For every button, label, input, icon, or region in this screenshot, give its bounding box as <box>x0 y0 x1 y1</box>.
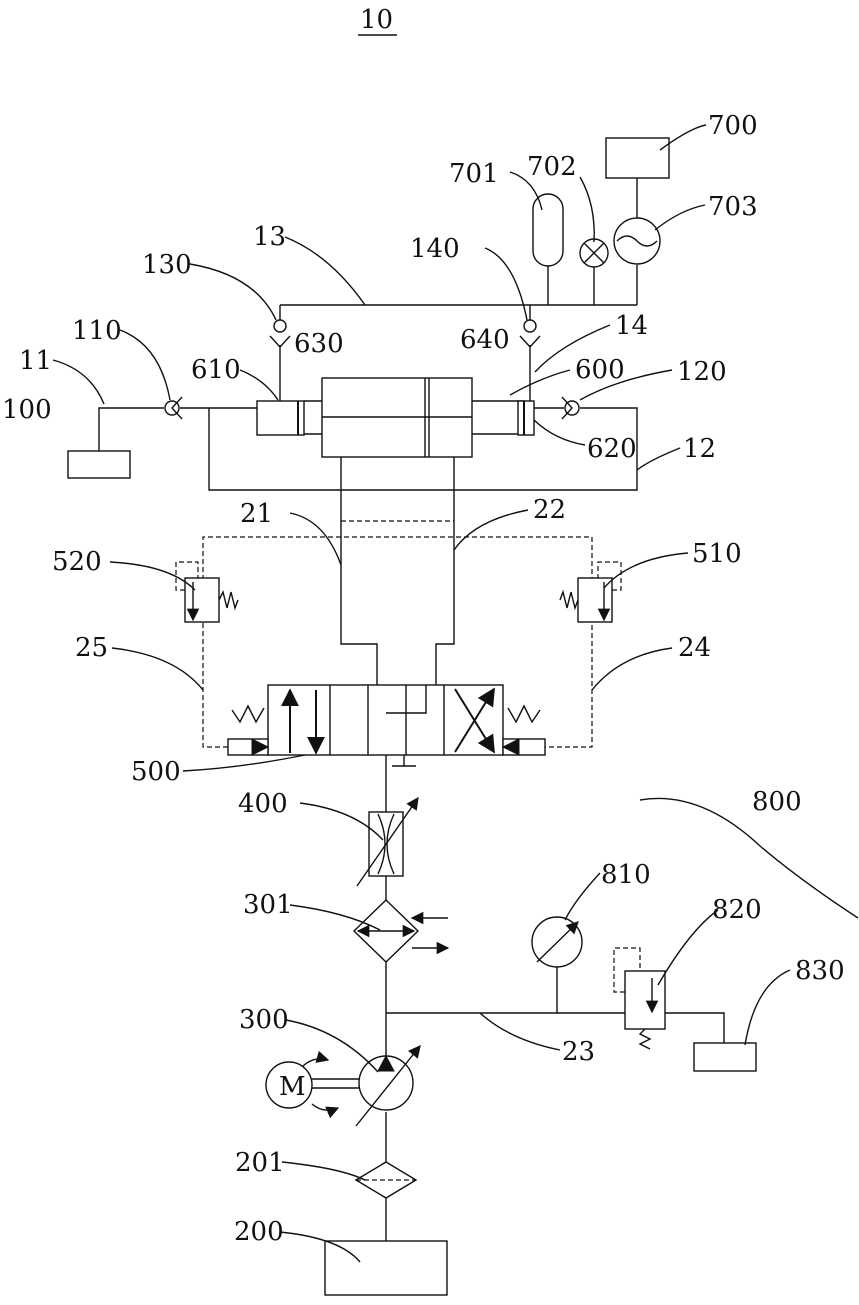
label-510: 510 <box>692 539 742 569</box>
relief-520-spring <box>219 592 238 608</box>
relief-820-spring <box>640 1029 650 1049</box>
label-11: 11 <box>19 346 52 376</box>
label-701: 701 <box>449 159 499 189</box>
label-610: 610 <box>191 355 241 385</box>
leader-830 <box>745 970 790 1045</box>
label-630: 630 <box>294 329 344 359</box>
leader-130 <box>190 264 276 320</box>
accumulator-701 <box>533 194 563 266</box>
valve-right-spring <box>508 706 540 722</box>
label-620: 620 <box>587 434 637 464</box>
line-11 <box>99 408 164 451</box>
motor-label: M <box>279 1072 306 1102</box>
label-21: 21 <box>240 499 273 529</box>
cylinder-610 <box>257 401 304 435</box>
label-300: 300 <box>239 1005 289 1035</box>
relief-510-spring <box>560 592 578 608</box>
label-500: 500 <box>131 757 181 787</box>
leader-110 <box>120 330 170 400</box>
label-200: 200 <box>234 1217 284 1247</box>
label-800: 800 <box>752 787 802 817</box>
leader-703 <box>655 205 705 230</box>
motor-rotation-arrow-top <box>303 1059 328 1066</box>
label-12: 12 <box>683 434 716 464</box>
leader-610 <box>240 370 278 400</box>
label-120: 120 <box>677 357 727 387</box>
label-640: 640 <box>460 325 510 355</box>
label-100: 100 <box>2 395 52 425</box>
leader-24 <box>592 648 672 690</box>
check-valve-140-ball <box>524 320 536 332</box>
label-23: 23 <box>562 1037 595 1067</box>
label-110: 110 <box>72 316 122 346</box>
label-700: 700 <box>708 111 758 141</box>
tank-100 <box>68 451 130 478</box>
leader-13 <box>285 237 365 305</box>
label-703: 703 <box>708 192 758 222</box>
label-702: 702 <box>527 152 577 182</box>
leader-201 <box>282 1162 365 1180</box>
leader-620 <box>534 420 585 445</box>
label-140: 140 <box>410 234 460 264</box>
leader-23 <box>480 1013 560 1050</box>
label-400: 400 <box>238 789 288 819</box>
leader-12 <box>637 448 680 470</box>
leader-600 <box>510 370 570 395</box>
label-13: 13 <box>253 222 286 252</box>
label-830: 830 <box>795 956 845 986</box>
label-520: 520 <box>52 547 102 577</box>
tank-830 <box>694 1043 756 1071</box>
leader-11 <box>53 360 104 404</box>
label-820: 820 <box>712 895 762 925</box>
figure-number: 10 <box>360 5 393 35</box>
check-valve-130-ball <box>274 320 286 332</box>
relief-valve-520 <box>185 578 219 622</box>
cylinder-620 <box>518 401 534 435</box>
leader-140 <box>485 248 527 320</box>
label-600: 600 <box>575 355 625 385</box>
label-201: 201 <box>235 1148 285 1178</box>
leader-25 <box>112 648 203 690</box>
label-810: 810 <box>601 860 651 890</box>
label-22: 22 <box>533 495 566 525</box>
leader-22 <box>454 510 528 550</box>
line-relief-tank <box>665 1013 724 1043</box>
line-22 <box>436 457 454 685</box>
leader-520 <box>110 562 195 590</box>
label-25: 25 <box>75 633 108 663</box>
line-21 <box>341 457 377 685</box>
label-130: 130 <box>142 250 192 280</box>
label-14: 14 <box>615 311 648 341</box>
tank-700 <box>606 138 669 178</box>
valve-left-spring <box>232 706 264 722</box>
label-301: 301 <box>243 890 293 920</box>
directional-valve-500 <box>268 685 503 755</box>
motor-rotation-arrow-bottom <box>312 1104 338 1110</box>
relief-valve-820 <box>625 971 665 1029</box>
leader-702 <box>580 177 594 242</box>
leader-510 <box>604 553 688 588</box>
leader-810 <box>565 873 600 920</box>
leader-820 <box>658 910 718 985</box>
leader-500 <box>183 755 305 771</box>
label-24: 24 <box>678 633 711 663</box>
leader-21 <box>290 513 341 565</box>
